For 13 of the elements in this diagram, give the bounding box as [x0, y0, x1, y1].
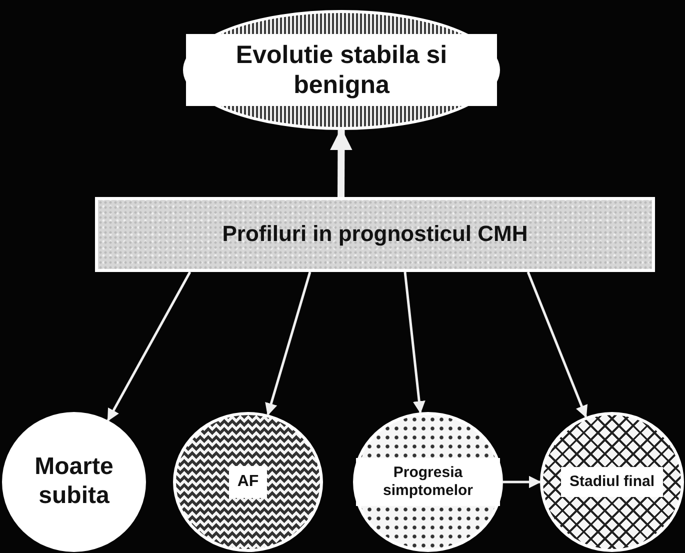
node-label: Profiluri in prognosticul CMH — [222, 221, 528, 248]
arrow — [404, 272, 426, 414]
node-label: Stadiul final — [561, 467, 662, 497]
arrow — [503, 476, 542, 488]
title-band — [95, 197, 655, 272]
arrow — [526, 272, 588, 418]
node-label: Moarte subita — [34, 453, 114, 511]
arrow — [330, 128, 352, 198]
node-label: Evolutie stabila si benigna — [186, 34, 497, 106]
arrow — [106, 271, 192, 422]
arrow — [265, 272, 312, 416]
node-label: AF — [229, 466, 267, 498]
node-label: Progresia simptomelor — [356, 458, 500, 506]
